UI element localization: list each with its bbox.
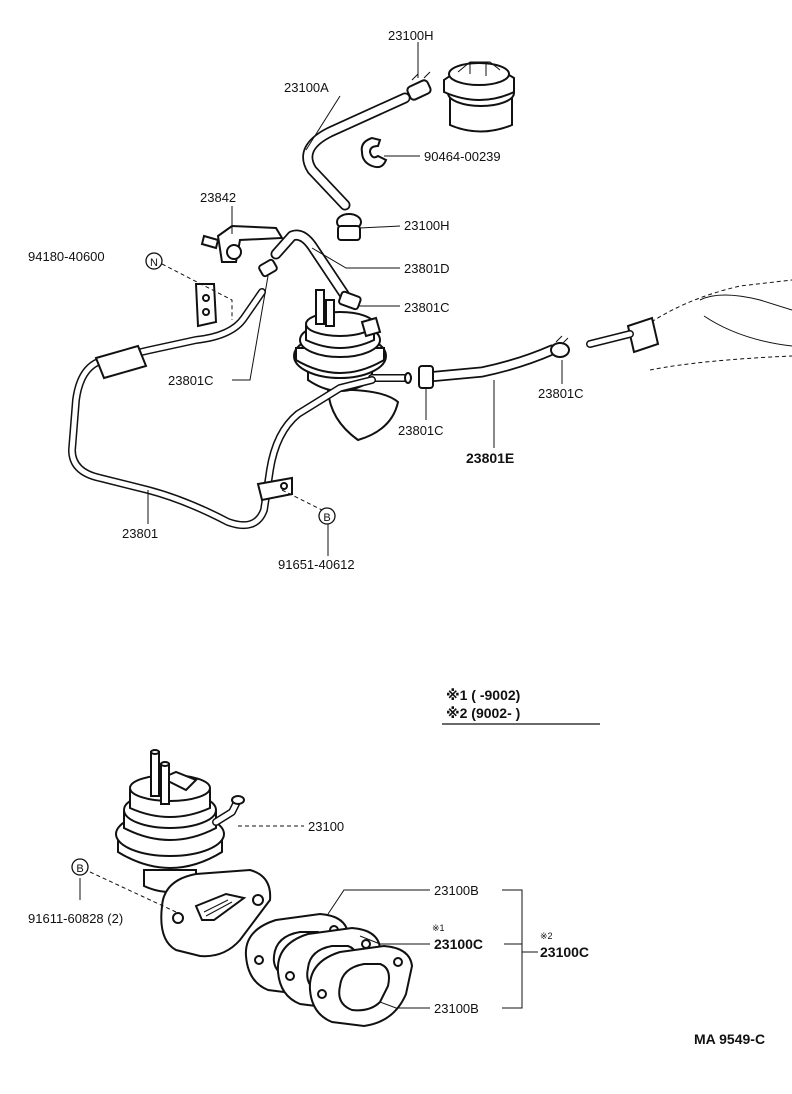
serial-notes: ※1 ( -9002) ※2 (9002- ): [442, 687, 600, 725]
label-91611-60828: 91611-60828 (2): [28, 911, 123, 926]
leader-lines-lower: [79, 825, 538, 1009]
label-23801e: 23801E: [466, 450, 514, 466]
hose-clip-upper-left: [258, 258, 278, 278]
fuel-filter-canister: [443, 61, 515, 133]
leader-lines-upper: [147, 42, 563, 556]
hose-clip-far-right: [550, 335, 570, 358]
pipe-support-bracket-left: [194, 283, 218, 328]
circle-marker-b-bottom: B: [71, 858, 89, 876]
note-1: ※1 ( -9002): [446, 687, 520, 703]
hose-clip-middle: [336, 213, 362, 241]
pump-mounting-flange: [160, 868, 272, 958]
bracket-23842: [200, 224, 284, 263]
label-23801c-bottom: 23801C: [398, 423, 444, 438]
label-23100c-note2: 23100C: [540, 944, 589, 960]
hose-clip-upper-right: [338, 290, 362, 311]
label-23801c-pump: 23801C: [404, 300, 450, 315]
hose-clip-lower-left: [418, 365, 434, 389]
label-23100b-top: 23100B: [434, 883, 479, 898]
hose-23100a: [302, 92, 411, 211]
label-23801d: 23801D: [404, 261, 450, 276]
gasket-23100b-rear: [308, 944, 414, 1028]
note-2: ※2 (9002- ): [446, 705, 520, 721]
label-23100h-middle: 23100H: [404, 218, 450, 233]
label-23801c-far-right: 23801C: [538, 386, 584, 401]
label-23100h-top: 23100H: [388, 28, 434, 43]
label-91651-40612: 91651-40612: [278, 557, 355, 572]
label-23100c-note1: 23100C: [434, 936, 483, 952]
svg-text:B: B: [76, 863, 83, 875]
engine-fitting: [586, 279, 792, 371]
label-90464-00239: 90464-00239: [424, 149, 501, 164]
circle-marker-b-top: B: [318, 507, 336, 525]
pipe-support-bracket-bottom: [256, 476, 293, 502]
circle-marker-n: N: [145, 252, 163, 270]
label-23801c-left: 23801C: [168, 373, 214, 388]
hose-23801d: [270, 229, 350, 300]
hose-23801e: [422, 344, 558, 383]
drawing-code: MA 9549-C: [694, 1031, 765, 1047]
label-23842: 23842: [200, 190, 236, 205]
label-94180-40600: 94180-40600: [28, 249, 105, 264]
label-23801: 23801: [122, 526, 158, 541]
label-23100: 23100: [308, 819, 344, 834]
label-23100b-bottom: 23100B: [434, 1001, 479, 1016]
fuel-pump-upper: [293, 289, 400, 442]
svg-text:B: B: [323, 512, 330, 524]
label-23100a: 23100A: [284, 80, 329, 95]
hose-clamp-90464: [360, 136, 388, 169]
svg-text:N: N: [150, 257, 158, 269]
label-mark-1: ※1: [432, 923, 445, 933]
label-mark-2: ※2: [540, 931, 553, 941]
fuel-pump-lower: [115, 749, 245, 893]
pump-outlet-pipe: [368, 372, 412, 384]
